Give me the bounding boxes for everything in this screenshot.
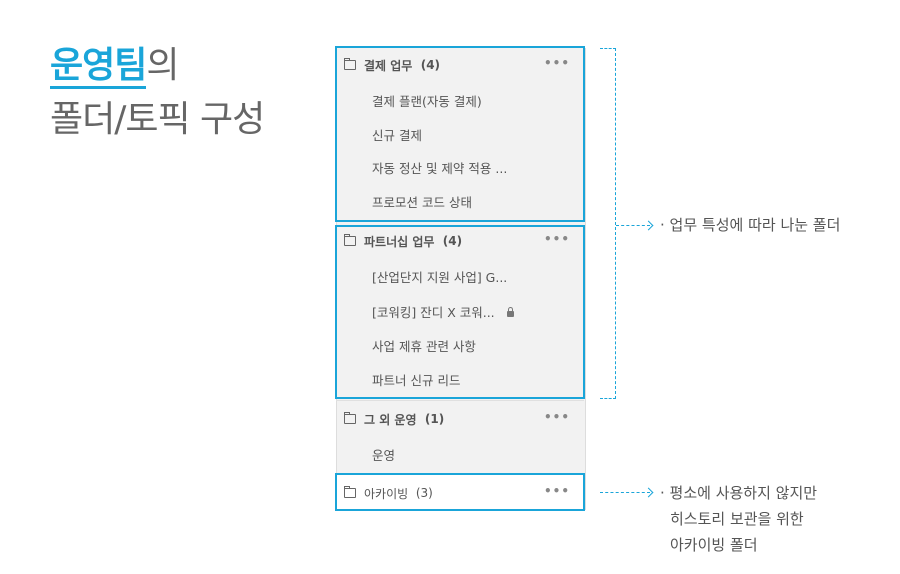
folder-icon (344, 412, 356, 424)
arrow-icon (643, 220, 654, 231)
folder-count: (3) (415, 486, 433, 500)
folder-count: (1) (424, 412, 445, 426)
topic-item[interactable]: 운영 (372, 448, 396, 463)
title-accent: 운영팀 (50, 45, 147, 89)
folder-name: 아카이빙 (364, 486, 409, 501)
topic-item[interactable]: [산업단지 지원 사업] G... (372, 270, 508, 285)
highlight-box (335, 225, 585, 399)
note-line: 아카이빙 폴더 (670, 536, 758, 554)
highlight-box (335, 46, 585, 222)
title-rest: 의 (146, 45, 179, 86)
arrow-icon (643, 487, 654, 498)
note-work: · 업무 특성에 따라 나눈 폴더 (660, 216, 841, 234)
bracket-connector (600, 48, 616, 399)
topic-item[interactable]: [코워킹] 잔디 X 코워... (372, 302, 514, 321)
folder-header[interactable]: 그 외 운영 (1) (344, 409, 444, 429)
folder-header[interactable]: 결제 업무 (4) (344, 55, 440, 75)
arrow-line (600, 492, 650, 493)
arrow-line (616, 225, 650, 226)
topic-item[interactable]: 프로모션 코드 상태 (372, 195, 472, 210)
folder-panel (336, 48, 586, 474)
folder-other: 그 외 운영 (1) ••• 운영 (336, 400, 584, 463)
highlight-box (335, 473, 585, 511)
lock-icon (506, 306, 514, 317)
more-icon[interactable]: ••• (543, 484, 570, 498)
folder-header[interactable]: 파트너십 업무 (4) (344, 231, 462, 251)
archive-bg (336, 474, 586, 510)
folder-name: 파트너십 업무 (364, 234, 435, 249)
topic-item[interactable]: 파트너 신규 리드 (372, 373, 461, 388)
folder-icon (344, 58, 356, 70)
folder-icon (344, 234, 356, 246)
folder-header[interactable]: 아카이빙 (3) (344, 483, 433, 503)
topic-item[interactable]: 결제 플랜(자동 결제) (372, 94, 482, 109)
topic-item[interactable]: 사업 제휴 관련 사항 (372, 339, 476, 354)
folder-icon (344, 486, 356, 498)
folder-name: 그 외 운영 (364, 412, 417, 427)
more-icon[interactable]: ••• (543, 232, 570, 246)
page-title-line1: 운영팀의 (50, 45, 180, 89)
topic-item[interactable]: 신규 결제 (372, 128, 422, 143)
note-line: 히스토리 보관을 위한 (670, 510, 804, 528)
folder-count: (4) (442, 234, 463, 248)
page-title-line2: 폴더/토픽 구성 (50, 99, 265, 140)
topic-item[interactable]: 자동 정산 및 제약 적용 ... (372, 161, 508, 176)
folder-name: 결제 업무 (364, 58, 413, 73)
topic-label: [코워킹] 잔디 X 코워... (372, 305, 495, 320)
more-icon[interactable]: ••• (543, 410, 570, 424)
note-archive: · 평소에 사용하지 않지만 히스토리 보관을 위한 아카이빙 폴더 (660, 480, 817, 558)
folder-count: (4) (420, 58, 441, 72)
more-icon[interactable]: ••• (543, 56, 570, 70)
note-line: · 평소에 사용하지 않지만 (660, 484, 818, 502)
